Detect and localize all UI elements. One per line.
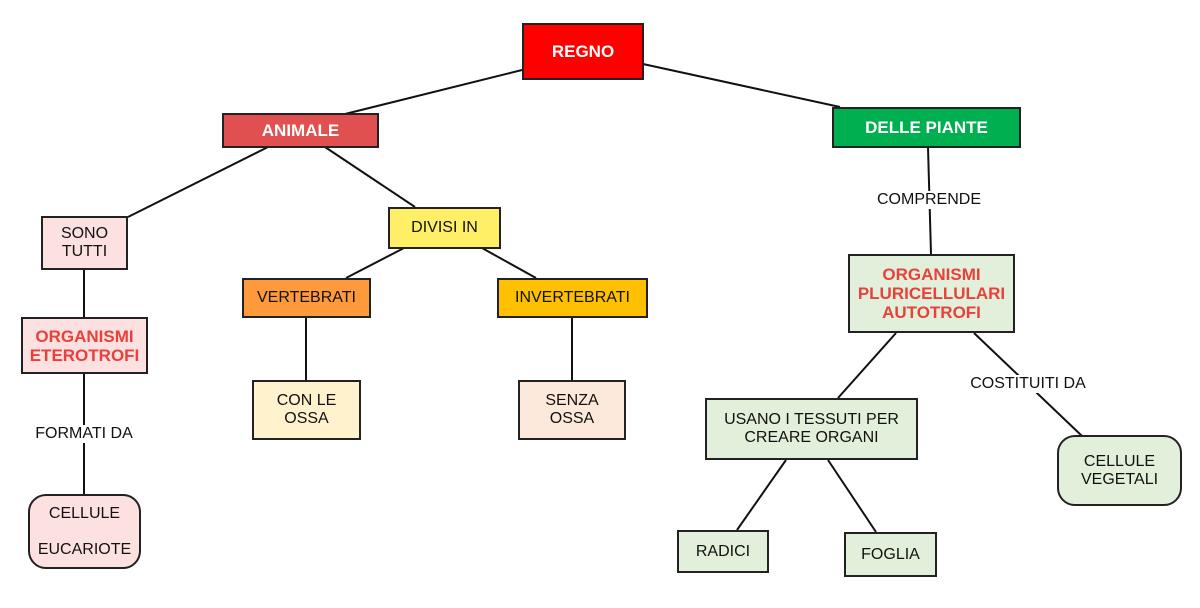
node-invertebrati: INVERTEBRATI bbox=[497, 278, 648, 318]
node-regno: REGNO bbox=[522, 23, 644, 80]
link-label-formati-da: FORMATI DA bbox=[32, 425, 136, 443]
node-cellule-vegetali: CELLULE VEGETALI bbox=[1057, 435, 1182, 506]
node-sono-tutti: SONO TUTTI bbox=[41, 216, 128, 270]
link-label-costituiti-da: COSTITUITI DA bbox=[967, 375, 1089, 393]
node-senza-ossa: SENZA OSSA bbox=[518, 380, 626, 440]
link-divisi-vertebrati bbox=[345, 247, 405, 279]
node-vertebrati: VERTEBRATI bbox=[242, 278, 371, 318]
node-radici: RADICI bbox=[677, 530, 769, 573]
link-label-comprende: COMPRENDE bbox=[873, 191, 985, 209]
node-animale: ANIMALE bbox=[222, 113, 379, 148]
node-divisi-in: DIVISI IN bbox=[388, 207, 501, 249]
link-regno-animale bbox=[344, 69, 523, 115]
link-autotrofi-tessuti bbox=[837, 332, 897, 399]
node-cellule-eucariote: CELLULE EUCARIOTE bbox=[28, 494, 141, 569]
link-animale-sonotutti bbox=[127, 146, 269, 218]
link-regno-piante bbox=[642, 63, 841, 108]
node-con-le-ossa: CON LE OSSA bbox=[252, 380, 361, 440]
link-tessuti-radici bbox=[736, 459, 787, 531]
node-usano-tessuti: USANO I TESSUTI PER CREARE ORGANI bbox=[705, 398, 918, 460]
link-animale-divisi bbox=[324, 146, 416, 208]
node-organismi-autotrofi: ORGANISMI PLURICELLULARI AUTOTROFI bbox=[848, 254, 1015, 333]
node-foglia: FOGLIA bbox=[844, 532, 937, 577]
node-organismi-eterotrofi: ORGANISMI ETEROTROFI bbox=[21, 317, 148, 374]
link-tessuti-foglia bbox=[827, 459, 877, 533]
node-delle-piante: DELLE PIANTE bbox=[832, 107, 1021, 148]
link-divisi-invertebrati bbox=[481, 247, 537, 279]
